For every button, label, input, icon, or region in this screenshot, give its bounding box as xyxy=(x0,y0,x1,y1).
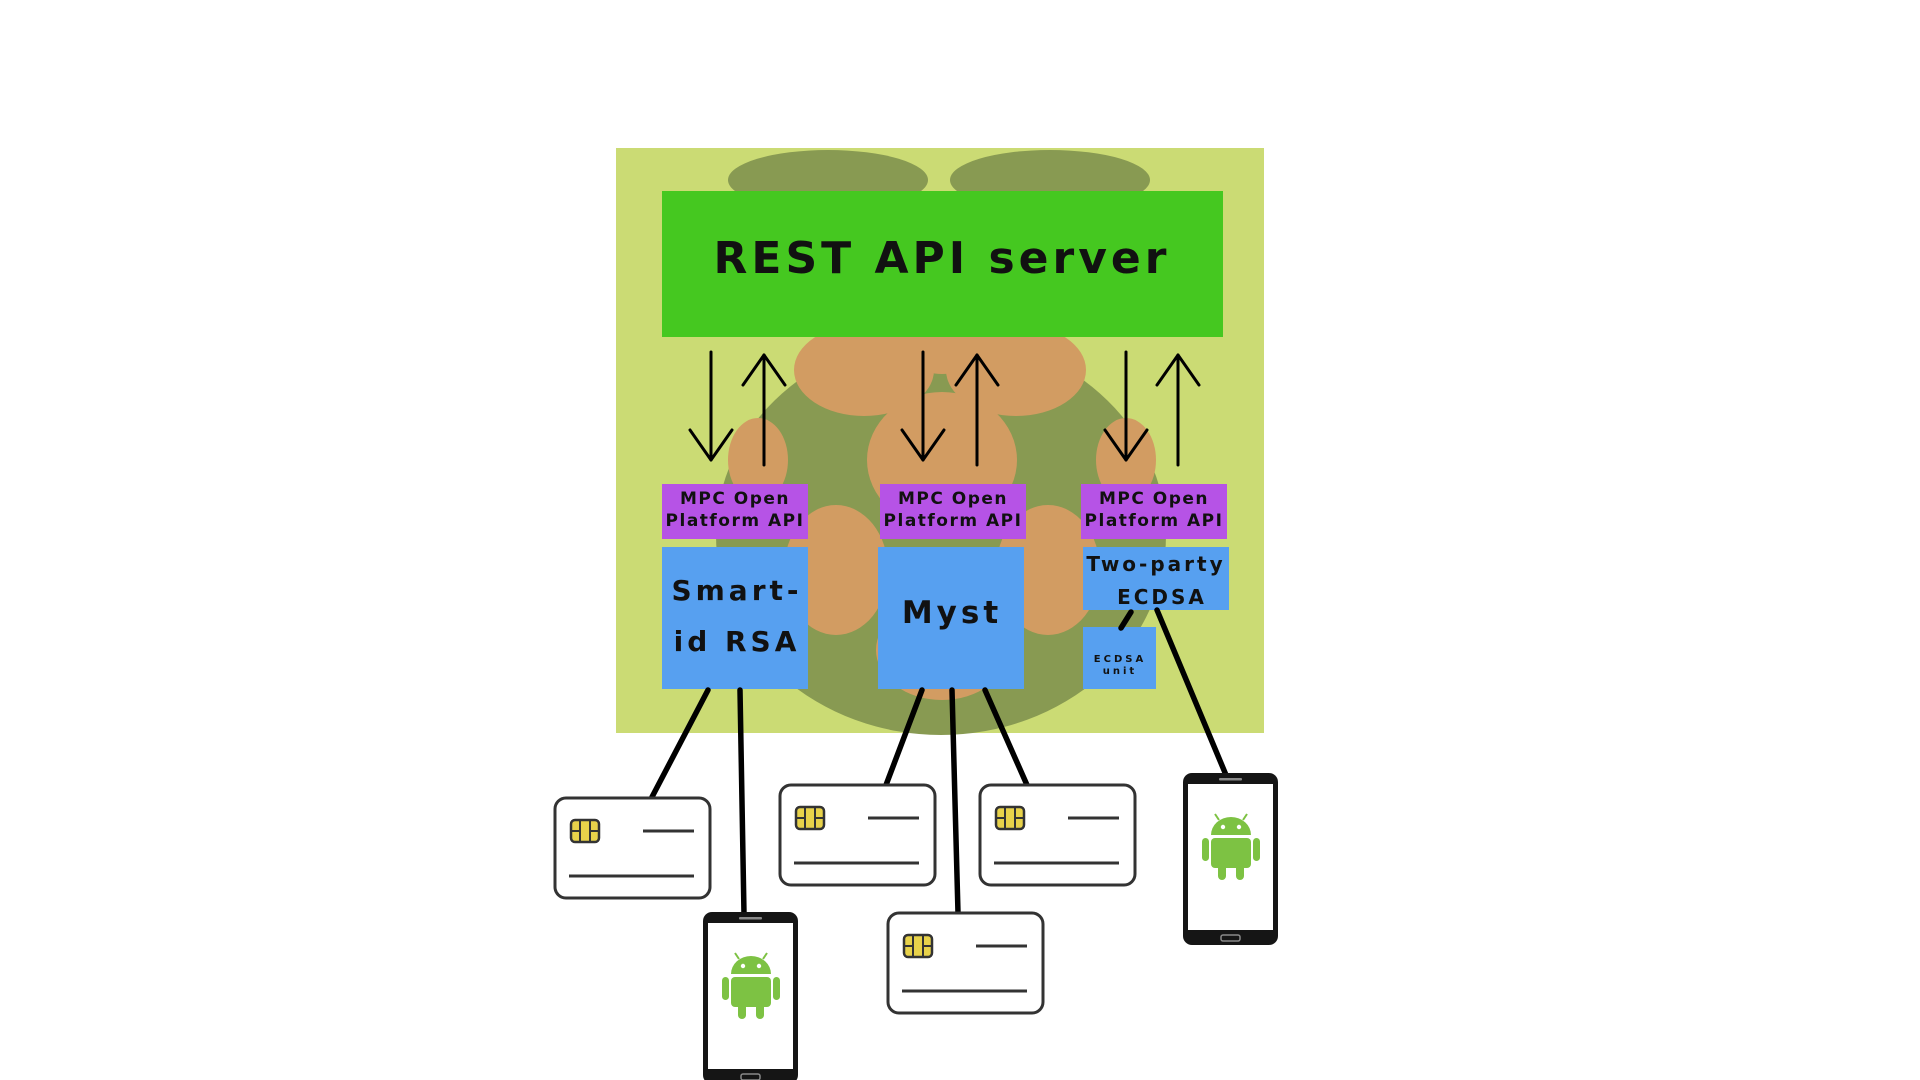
scheme-label-line2: id RSA xyxy=(674,625,801,658)
rest-api-server: REST API server xyxy=(662,191,1223,337)
mpc-api-label-line2: Platform API xyxy=(666,511,805,531)
scheme-box xyxy=(1083,547,1229,610)
scheme-label-line1: Two-party xyxy=(1086,552,1225,576)
android-phone-icon xyxy=(702,911,799,1080)
mpc-api-label-line1: MPC Open xyxy=(1099,489,1209,509)
ecdsa-unit-label-line1: ECDSA xyxy=(1094,654,1146,665)
ecdsa-unit-box xyxy=(1083,627,1156,689)
scheme-label-line1: Myst xyxy=(902,595,1002,631)
mpc-api-box xyxy=(880,484,1026,539)
smartcard-icon xyxy=(886,911,1045,1015)
scheme-label-line2: ECDSA xyxy=(1117,585,1207,609)
arrows-module-1 xyxy=(688,350,787,467)
arrows-module-3 xyxy=(1103,350,1201,467)
scheme-label-line1: Smart- xyxy=(671,574,802,607)
android-phone-icon xyxy=(1182,772,1279,946)
mpc-api-label-line1: MPC Open xyxy=(680,489,790,509)
module-myst: MPC Open Platform API Myst xyxy=(878,484,1026,689)
arrows-module-2 xyxy=(900,350,1000,467)
mpc-api-label-line1: MPC Open xyxy=(898,489,1008,509)
scheme-box xyxy=(662,547,808,689)
smartcard-icon xyxy=(778,783,937,887)
request-response-arrows xyxy=(688,350,1201,467)
rest-api-server-label: REST API server xyxy=(714,233,1171,284)
smartcard-icon xyxy=(978,783,1137,887)
module-smart-id-rsa: MPC Open Platform API Smart- id RSA xyxy=(662,484,808,689)
mpc-api-label-line2: Platform API xyxy=(884,511,1023,531)
mpc-api-box xyxy=(1081,484,1227,539)
scheme-box xyxy=(878,547,1024,689)
connection-lines xyxy=(649,607,1229,917)
mpc-api-label-line2: Platform API xyxy=(1085,511,1224,531)
smartcard-icon xyxy=(553,796,712,900)
module-two-party-ecdsa: MPC Open Platform API Two-party ECDSA EC… xyxy=(1081,484,1229,689)
mpc-api-box xyxy=(662,484,808,539)
ecdsa-unit-label-line2: unit xyxy=(1103,666,1137,677)
devices xyxy=(553,772,1279,1080)
